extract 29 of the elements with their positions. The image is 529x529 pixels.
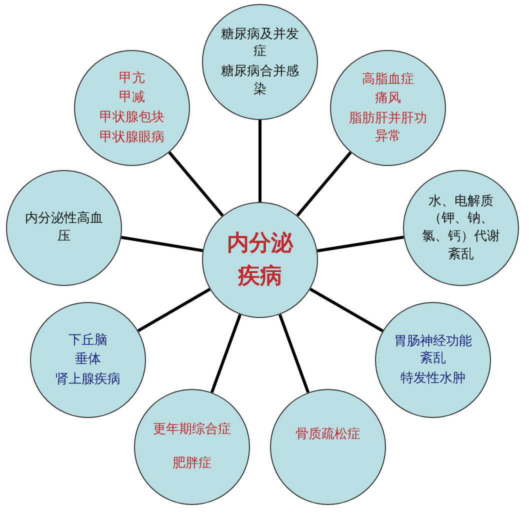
connector-line [317,236,404,252]
topic-text: 高脂血症 [362,70,414,88]
topic-text: 肾上腺疾病 [56,370,120,388]
center-title: 内分泌疾病 [226,230,294,291]
topic-text: 甲状腺眼病 [100,128,164,146]
topic-text: 脂肪肝并肝功异常 [348,110,428,146]
topic-text: 垂体 [75,351,101,369]
connector-line [278,314,310,393]
connector-line [210,314,242,393]
topic-text: 内分泌性高血压 [24,210,104,246]
topic-text: 特发性水肿 [400,370,466,388]
connector-line [258,120,262,202]
topic-text: 骨质疏松症 [296,426,360,444]
connector-line [137,288,211,332]
topic-text: 甲亢 [119,70,145,88]
connector-line [168,151,224,217]
topic-text: 甲减 [119,89,145,107]
connector-line [296,151,352,217]
topic-text: 肥胖症 [172,455,212,473]
connector-line [121,236,203,252]
topic-text: 糖尿病及并发症 [220,26,300,61]
topic-text: 水、电解质（钾、钠、氯、钙）代谢紊乱 [421,192,501,264]
topic-text: 甲状腺包块 [100,109,164,127]
connector-line [309,288,384,332]
topic-text: 更年期综合症 [153,421,231,439]
topic-text: 下丘脑 [68,332,108,350]
topic-text: 糖尿病合并感染 [220,63,300,98]
topic-text: 胃肠神经功能紊乱 [393,332,473,368]
topic-text: 痛风 [375,90,401,108]
